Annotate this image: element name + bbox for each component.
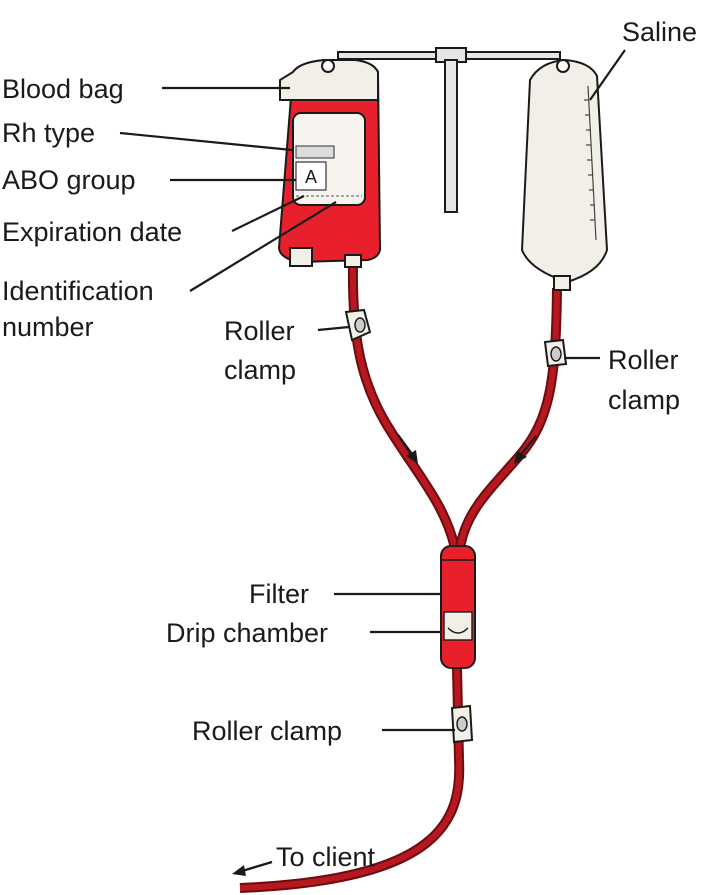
flow-arrow-left-icon — [397, 434, 418, 464]
label-filter: Filter — [249, 579, 309, 609]
label-to-client: To client — [276, 842, 376, 872]
label-expiration-date: Expiration date — [2, 217, 182, 247]
label-roller-clamp-right-line1: Roller — [608, 345, 679, 375]
leader-lines — [119, 49, 626, 732]
iv-pole — [337, 47, 561, 213]
roller-clamp-right-icon — [543, 338, 568, 368]
flow-arrow-right-icon — [514, 435, 537, 464]
label-roller-clamp-left-line1: Roller — [224, 316, 295, 346]
label-roller-clamp-left-line2: clamp — [224, 355, 296, 385]
label-drip-chamber: Drip chamber — [166, 618, 328, 648]
label-blood-bag: Blood bag — [2, 74, 124, 104]
roller-clamp-left-icon — [344, 308, 372, 342]
label-roller-clamp-bottom: Roller clamp — [192, 716, 342, 746]
abo-group-letter: A — [305, 167, 317, 187]
roller-clamp-bottom-icon — [450, 704, 474, 744]
flow-arrow-client-icon — [232, 860, 273, 876]
saline-bag — [520, 58, 609, 291]
label-roller-clamp-right-line2: clamp — [608, 385, 680, 415]
label-abo-group: ABO group — [2, 165, 136, 195]
label-identification-line1: Identification — [2, 276, 154, 306]
filter-drip-chamber — [440, 545, 476, 669]
label-identification-line2: number — [2, 312, 94, 342]
label-rh-type: Rh type — [2, 118, 95, 148]
label-saline: Saline — [622, 17, 697, 47]
blood-bag: A — [277, 59, 382, 268]
